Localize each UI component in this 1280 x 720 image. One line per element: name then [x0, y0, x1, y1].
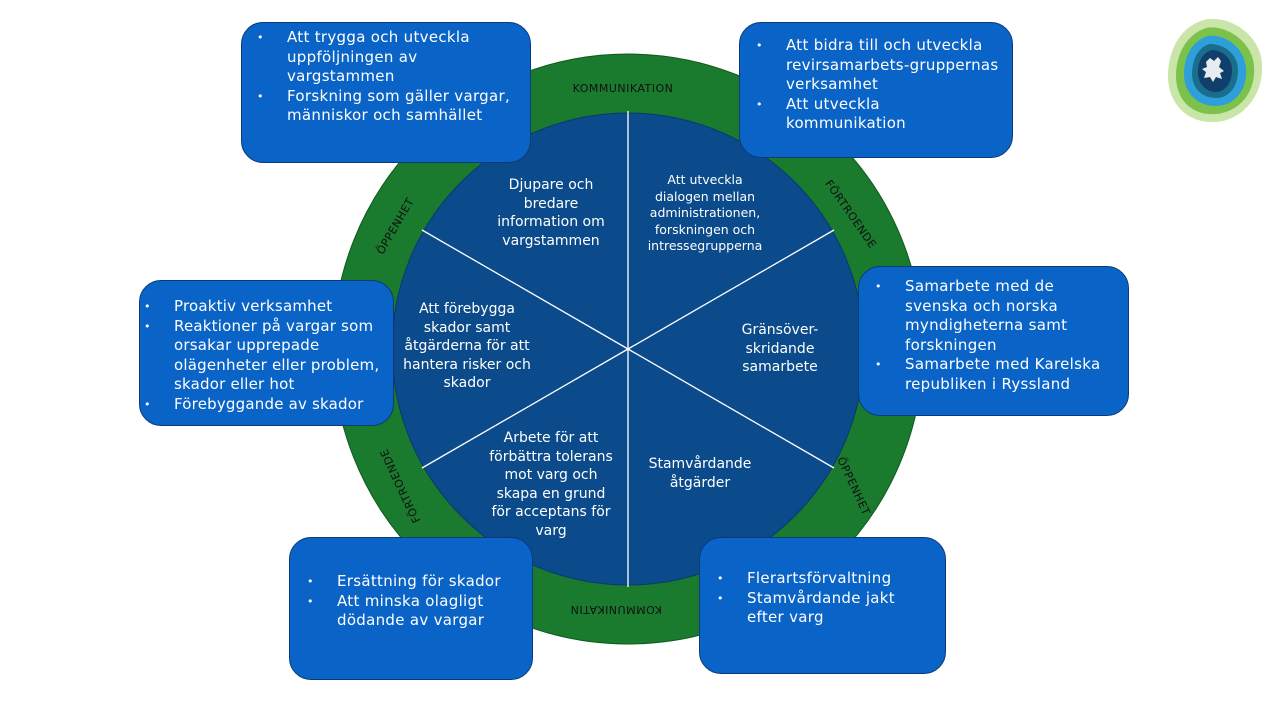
box-right: Samarbete med de svenska och norska mynd… — [858, 266, 1129, 416]
segment-line: samarbete — [742, 359, 818, 375]
segment-line: Att förebygga — [419, 301, 515, 317]
box-item: Ersättning för skador — [307, 572, 522, 592]
segment-line: Stamvårdande — [648, 456, 752, 472]
segment-line: information om — [497, 214, 605, 230]
box-item: Stamvårdande jakt efter varg — [717, 589, 935, 628]
box-top-right: Att bidra till och utveckla revirsamarbe… — [739, 22, 1013, 158]
segment-line: dialogen mellan — [654, 188, 756, 204]
box-item: Förebyggande av skador — [144, 395, 385, 415]
box-top-left: Att trygga och utveckla uppföljningen av… — [241, 22, 531, 163]
wheel-dividers — [421, 111, 835, 587]
box-item: Reaktioner på vargar som orsakar upprepa… — [144, 317, 385, 395]
box-bottom-left: Ersättning för skador Att minska olaglig… — [289, 537, 533, 680]
ring-label-top: KOMMUNIKATION — [573, 82, 674, 95]
segment-line: administrationen, — [649, 205, 761, 220]
box-list: Att trygga och utveckla uppföljningen av… — [257, 28, 516, 126]
box-item: Att trygga och utveckla uppföljningen av… — [257, 28, 516, 87]
box-list: Proaktiv verksamhet Reaktioner på vargar… — [144, 297, 385, 415]
segment-top-right: Att utveckla dialogen mellan administrat… — [632, 172, 778, 255]
segment-line: mot varg och — [504, 467, 598, 483]
box-list: Flerartsförvaltning Stamvårdande jakt ef… — [717, 569, 935, 628]
segment-line: bredare — [523, 195, 579, 212]
box-item: Att utveckla kommunikation — [756, 95, 1002, 134]
segment-line: Att utveckla — [667, 172, 743, 187]
box-item: Proaktiv verksamhet — [144, 297, 385, 317]
segment-line: skador samt — [423, 319, 511, 336]
segment-line: skapa en grund — [496, 485, 606, 502]
segment-line: för acceptans för — [491, 504, 611, 520]
segment-line: vargstammen — [502, 232, 600, 249]
box-item: Samarbete med Karelska republiken i Ryss… — [875, 355, 1118, 394]
segment-line: varg — [535, 522, 567, 539]
box-left: Proaktiv verksamhet Reaktioner på vargar… — [139, 280, 394, 426]
segment-line: Djupare och — [508, 177, 594, 193]
segment-line: skridande — [745, 340, 815, 357]
segment-line: åtgärderna för att — [404, 338, 530, 354]
box-item: Forskning som gäller vargar, människor o… — [257, 87, 516, 126]
segment-line: intressegrupperna — [647, 238, 763, 253]
box-item: Samarbete med de svenska och norska mynd… — [875, 277, 1118, 355]
box-bottom-right: Flerartsförvaltning Stamvårdande jakt ef… — [699, 537, 946, 674]
segment-right: Gränsöver- skridande samarbete — [720, 321, 840, 377]
segment-top-left: Djupare och bredare information om vargs… — [478, 176, 624, 250]
finnish-lion-logo-icon — [1168, 18, 1263, 123]
segment-left: Att förebygga skador samt åtgärderna för… — [392, 300, 542, 393]
segment-line: åtgärder — [669, 474, 731, 491]
box-list: Ersättning för skador Att minska olaglig… — [307, 572, 522, 631]
box-item: Att bidra till och utveckla revirsamarbe… — [756, 36, 1002, 95]
segment-line: skador — [443, 375, 491, 391]
segment-line: Gränsöver- — [741, 322, 819, 338]
box-item: Flerartsförvaltning — [717, 569, 935, 589]
segment-line: förbättra tolerans — [489, 448, 613, 465]
segment-line: hantera risker och — [403, 356, 531, 373]
segment-line: forskningen och — [654, 221, 756, 237]
box-item: Att minska olagligt dödande av vargar — [307, 592, 522, 631]
segment-bottom-right: Stamvårdande åtgärder — [634, 455, 766, 492]
ring-label-bottom: KOMMUNIKATIN — [570, 603, 662, 616]
box-list: Att bidra till och utveckla revirsamarbe… — [756, 36, 1002, 134]
segment-bottom-left: Arbete för att förbättra tolerans mot va… — [478, 429, 624, 540]
segment-line: Arbete för att — [503, 430, 599, 446]
box-list: Samarbete med de svenska och norska mynd… — [875, 277, 1118, 394]
